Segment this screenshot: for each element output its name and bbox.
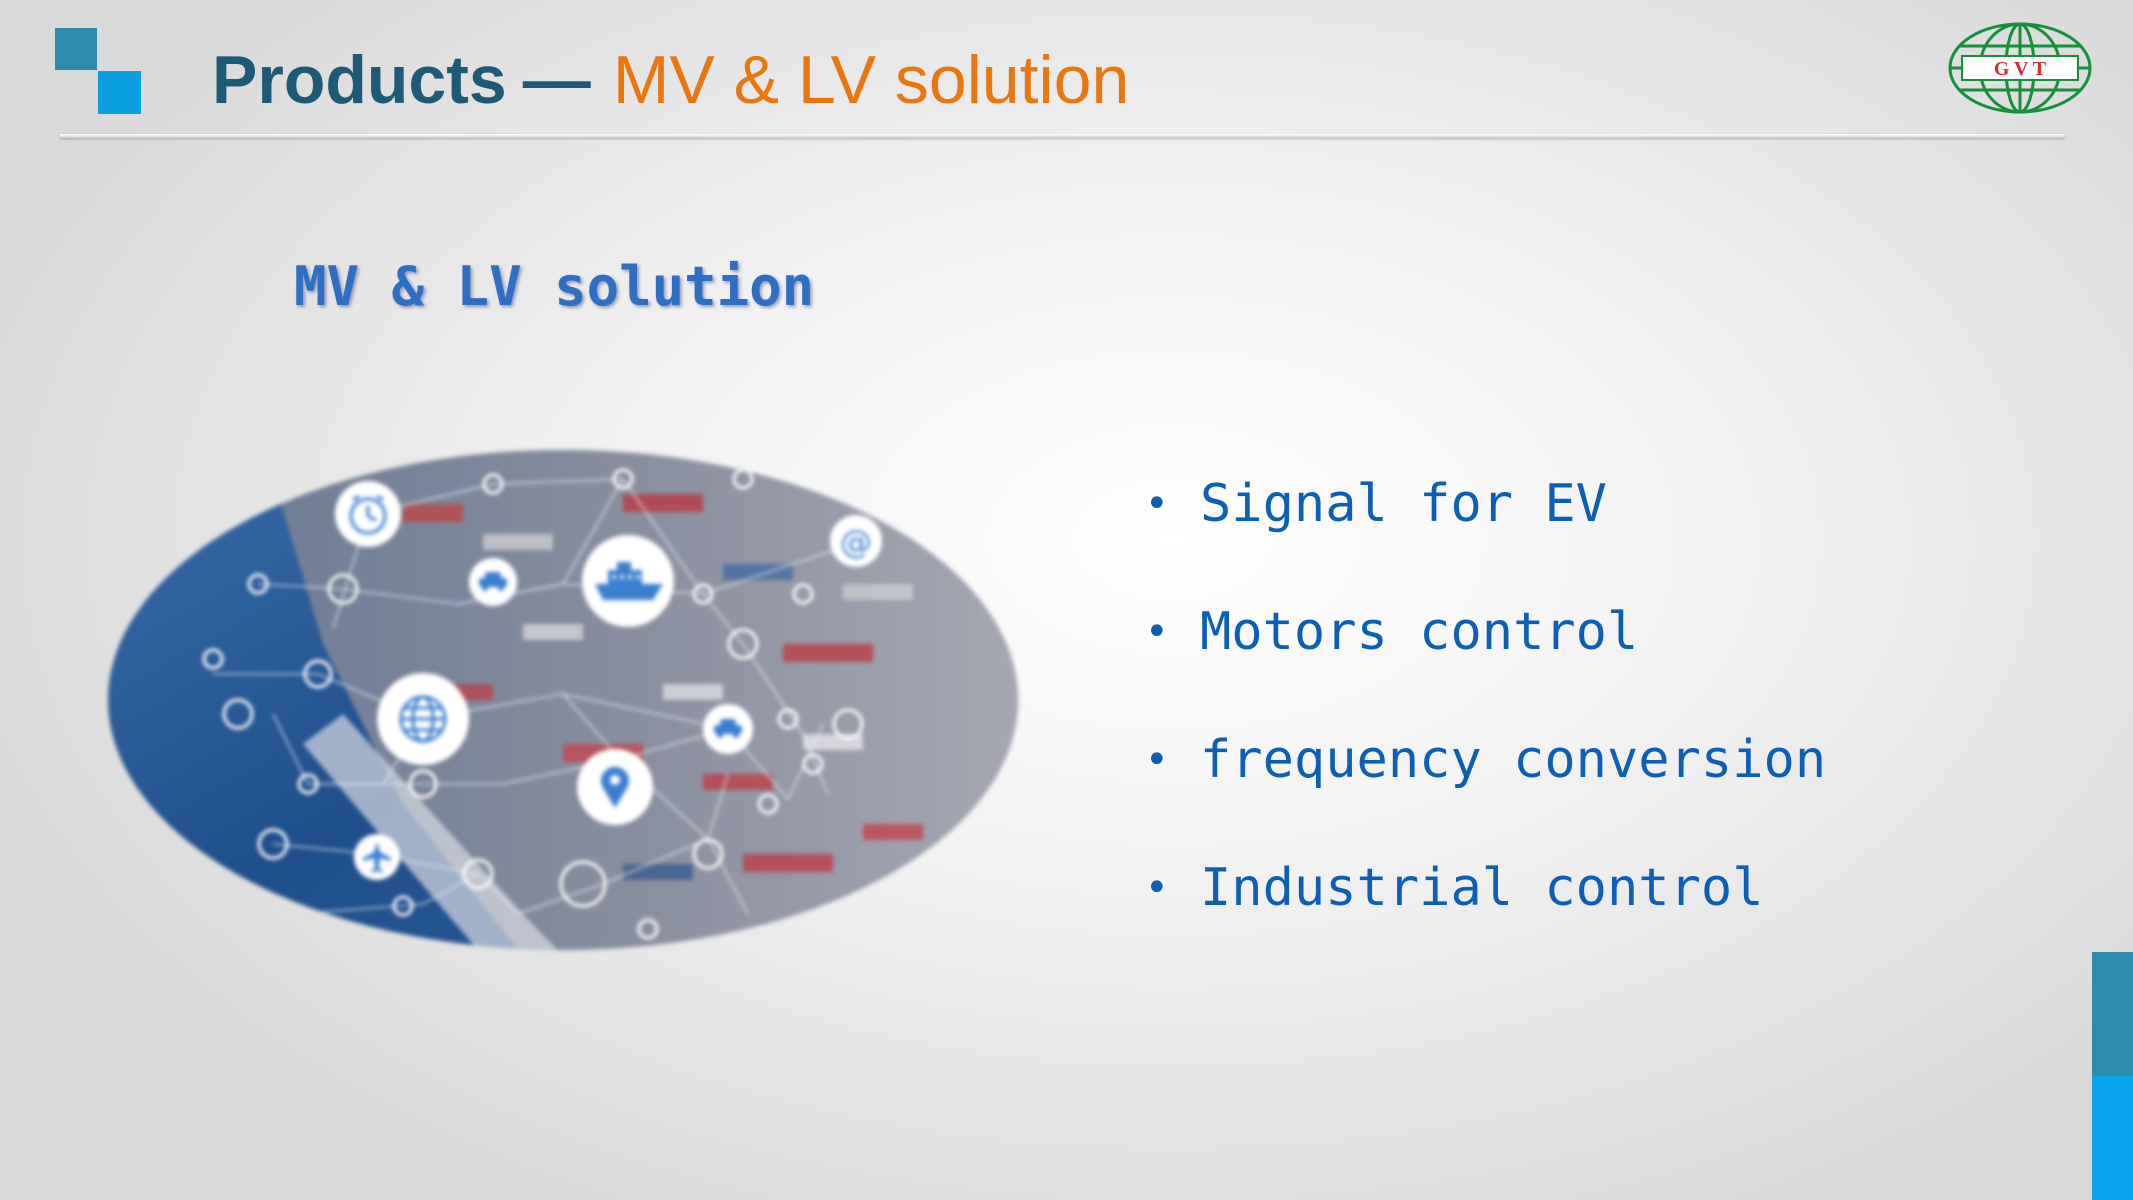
alarm-clock-icon [335,481,401,547]
svg-text:@: @ [840,523,872,561]
side-accent-bar-bottom [2092,1076,2133,1200]
at-sign-icon: @ [830,515,882,567]
page-title-sub: MV & LV solution [612,42,1130,118]
car-icon [703,704,753,754]
gvt-logo: G V T [1946,20,2094,116]
solution-list: • Signal for EV • Motors control • frequ… [1145,440,1826,952]
list-item: • Signal for EV [1145,440,1826,568]
airplane-icon [354,834,400,880]
ship-icon [582,535,674,627]
list-item: • Industrial control [1145,824,1826,952]
page-title-separator: — [522,42,591,118]
location-pin-icon [577,749,653,825]
bullet-icon: • [1145,737,1169,783]
corner-square-dark [55,28,97,70]
list-item-label: Industrial control [1200,858,1764,918]
header-divider [60,134,2065,138]
bullet-icon: • [1145,609,1169,655]
logo-text: G V T [1994,58,2047,80]
corner-square-light [98,71,141,114]
side-accent-bar-top [2092,952,2133,1076]
bullet-icon: • [1145,481,1169,527]
bullet-icon: • [1145,865,1169,911]
globe-icon [377,673,469,765]
page-title-main: Products [212,42,507,118]
list-item: • frequency conversion [1145,696,1826,824]
corner-decoration [55,28,145,118]
network-port-illustration: @ [103,444,1023,956]
list-item: • Motors control [1145,568,1826,696]
page-title: Products — MV & LV solution [212,30,1129,130]
list-item-label: Motors control [1200,602,1639,662]
list-item-label: Signal for EV [1200,474,1607,534]
list-item-label: frequency conversion [1200,730,1827,790]
section-heading: MV & LV solution [294,255,815,318]
car-icon [469,558,517,606]
